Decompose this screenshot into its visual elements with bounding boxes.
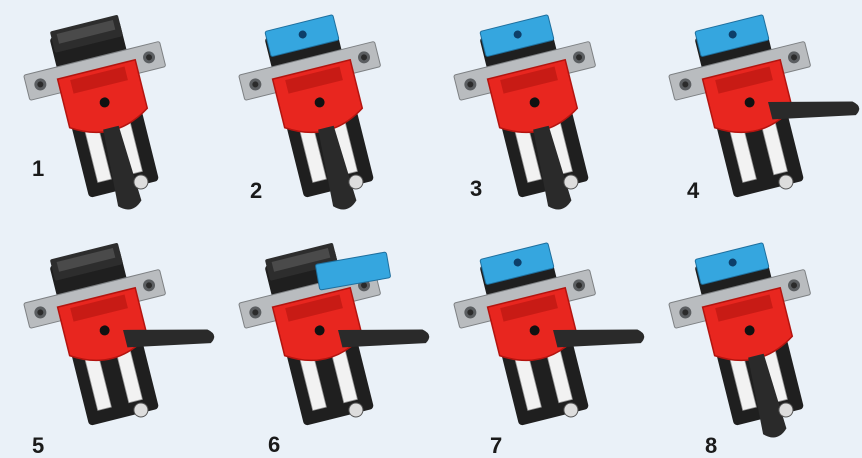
step-panel [215, 0, 430, 228]
step-panel [215, 228, 430, 456]
step-panel [645, 0, 860, 228]
step-panel [0, 0, 215, 228]
step-panel [0, 228, 215, 456]
step-number-label: 4 [687, 180, 699, 202]
step-number-label: 3 [470, 178, 482, 200]
step-number-label: 8 [705, 435, 717, 457]
step-number-label: 5 [32, 435, 44, 457]
step-number-label: 1 [32, 158, 44, 180]
clamp-illustration [215, 228, 430, 456]
clamp-illustration [430, 228, 645, 456]
step-number-label: 6 [268, 434, 280, 456]
step-number-label: 7 [490, 435, 502, 457]
clamp-illustration [0, 228, 215, 456]
step-number-label: 2 [250, 180, 262, 202]
clamp-illustration [430, 0, 645, 228]
clamp-illustration [215, 0, 430, 228]
clamp-illustration [645, 228, 860, 456]
step-panel [430, 228, 645, 456]
clamp-illustration [645, 0, 860, 228]
clamp-illustration [0, 0, 215, 228]
step-panel [645, 228, 860, 456]
step-panel [430, 0, 645, 228]
